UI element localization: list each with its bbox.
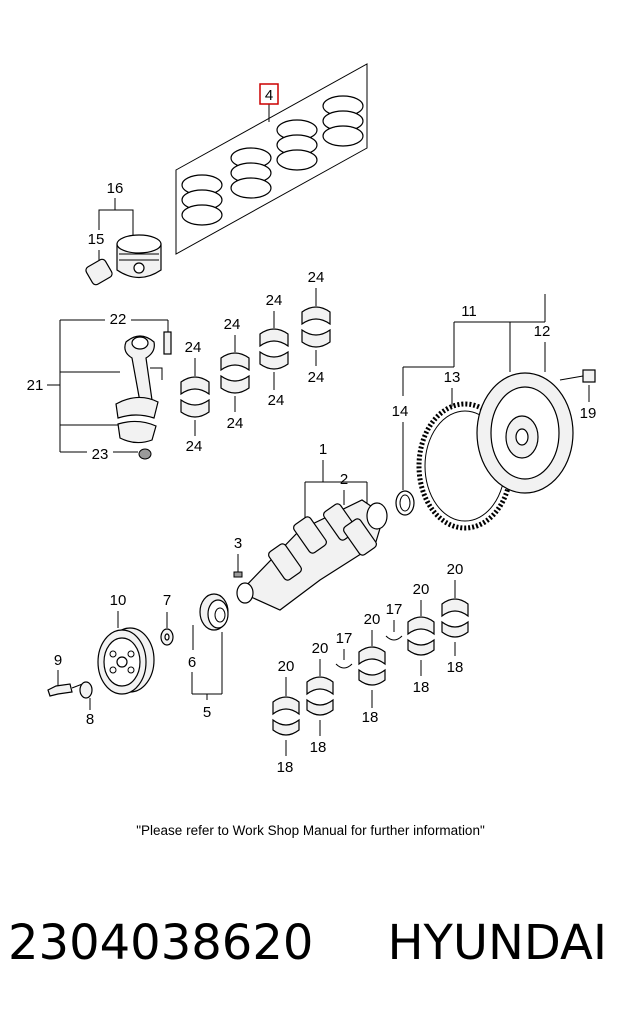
callout-24d: 24	[268, 392, 285, 409]
piston-assembly: 16 15	[85, 180, 162, 286]
callout-17a: 17	[386, 601, 403, 618]
callout-18e: 18	[277, 759, 294, 776]
ring-stack-1	[181, 174, 223, 226]
damper-pulley-assembly: 10 9 8	[47, 592, 155, 728]
callout-2: 2	[340, 471, 348, 488]
callout-23: 23	[92, 446, 109, 463]
callout-24a: 24	[308, 269, 325, 286]
manual-reference-note: "Please refer to Work Shop Manual for fu…	[136, 823, 485, 838]
callout-19: 19	[580, 405, 597, 422]
callout-13: 13	[444, 369, 461, 386]
callout-24f: 24	[227, 415, 244, 432]
part-number: 2304038620	[8, 915, 314, 971]
ring-stack-4	[322, 95, 364, 147]
callout-20b: 20	[413, 581, 430, 598]
callout-18d: 18	[310, 739, 327, 756]
callout-8: 8	[86, 711, 94, 728]
main-bearings: 20 18 20 18 17 20 18 17 20 18 20	[272, 561, 469, 776]
callout-4: 4	[265, 87, 273, 104]
crank-sprocket-assembly: 7 6 5	[160, 592, 229, 721]
callout-24b: 24	[308, 369, 325, 386]
callout-3: 3	[234, 535, 242, 552]
callout-24e: 24	[224, 316, 241, 333]
callout-18a: 18	[447, 659, 464, 676]
callout-22: 22	[110, 311, 127, 328]
brand-name: HYUNDAI	[387, 915, 607, 971]
callout-7: 7	[163, 592, 171, 609]
footer: 2304038620 HYUNDAI	[0, 898, 621, 988]
callout-18c: 18	[362, 709, 379, 726]
ring-stack-2	[230, 147, 272, 199]
callout-1: 1	[319, 441, 327, 458]
callout-11: 11	[461, 303, 477, 320]
piston-ring-set: 4	[175, 63, 368, 255]
callout-15: 15	[88, 231, 105, 248]
callout-20a: 20	[447, 561, 464, 578]
callout-20e: 20	[278, 658, 295, 675]
callout-5: 5	[203, 704, 211, 721]
connecting-rod-assembly: 22 21 23	[27, 311, 172, 463]
callout-16: 16	[107, 180, 124, 197]
crankshaft-assembly: 1 2 3	[233, 441, 388, 611]
callout-4-highlight	[259, 83, 279, 105]
callout-24h: 24	[186, 438, 203, 455]
callout-6: 6	[188, 654, 196, 671]
parts-diagram: 4 16 15 22 21 23 24	[27, 63, 597, 776]
callout-9: 9	[54, 652, 62, 669]
callout-18b: 18	[413, 679, 430, 696]
ring-stack-3	[276, 119, 318, 171]
callout-20d: 20	[312, 640, 329, 657]
callout-21: 21	[27, 377, 44, 394]
callout-14: 14	[392, 403, 409, 420]
callout-24g: 24	[185, 339, 202, 356]
callout-12: 12	[534, 323, 551, 340]
flywheel-assembly: 11 12 13 14 19	[392, 294, 597, 531]
callout-17b: 17	[336, 630, 353, 647]
callout-20c: 20	[364, 611, 381, 628]
callout-10: 10	[110, 592, 127, 609]
conrod-bearings: 24 24 24 24 24 24 24 24	[180, 269, 331, 455]
callout-24c: 24	[266, 292, 283, 309]
